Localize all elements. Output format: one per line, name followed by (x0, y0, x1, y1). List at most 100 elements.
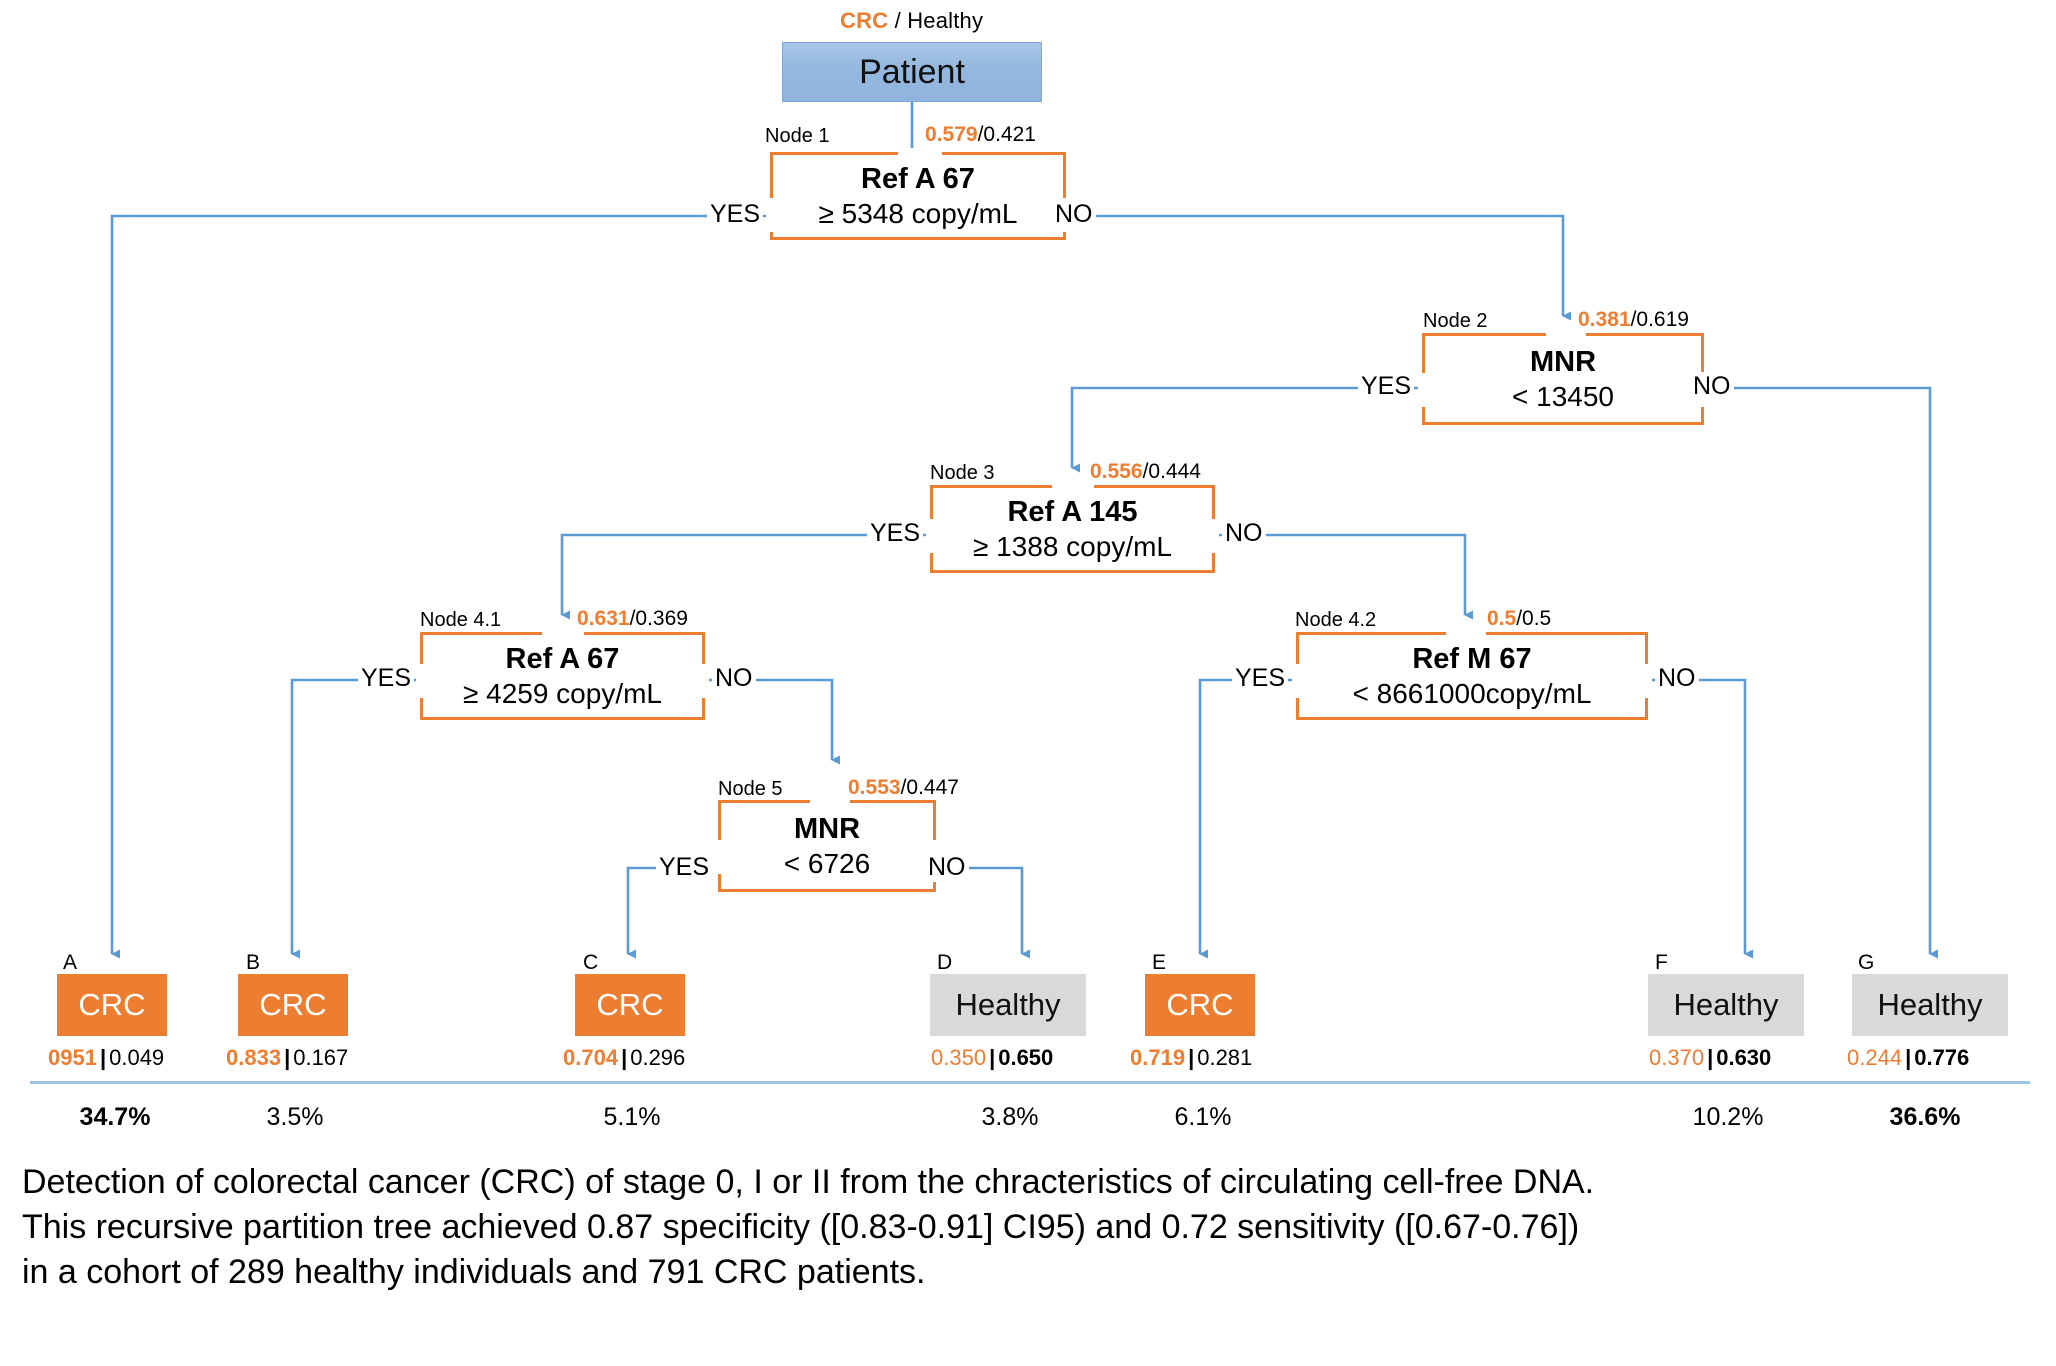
leaf-C-box[interactable]: CRC (575, 974, 685, 1036)
root-node-patient[interactable]: Patient (782, 42, 1042, 102)
caption-line-3: in a cohort of 289 healthy individuals a… (22, 1252, 926, 1291)
node41-condition: ≥ 4259 copy/mL (462, 677, 663, 709)
node3-title: Ref A 145 (1007, 496, 1138, 529)
leaf-C-p-crc: 0.704 (563, 1045, 619, 1070)
node42-ratio-sep: / (1516, 607, 1523, 630)
node41-p-healthy: 0.369 (635, 607, 688, 630)
node2-left-notch (1418, 373, 1425, 407)
decision-node-node2[interactable]: MNR < 13450 (1418, 329, 1708, 425)
node42-top-notch (1446, 628, 1486, 635)
node5-no-label: NO (925, 853, 969, 882)
leaf-C-p-healthy: 0.296 (630, 1045, 686, 1070)
node3-ratio-sep: / (1142, 460, 1149, 483)
node42-p-healthy: 0.5 (1522, 607, 1552, 630)
root-node-label: Patient (859, 52, 965, 91)
node2-top-notch (1546, 329, 1586, 336)
leaf-D-box[interactable]: Healthy (930, 974, 1086, 1036)
leaf-A-letter: A (63, 951, 78, 974)
decision-node-node42[interactable]: Ref M 67 < 8661000copy/mL (1292, 628, 1652, 720)
node41-no-label: NO (712, 664, 756, 693)
node1-p-healthy: 0.421 (983, 123, 1036, 146)
leaf-G-percent: 36.6% (1889, 1103, 1961, 1131)
node41-left-notch (416, 664, 423, 698)
node1-content: Ref A 67 ≥ 5348 copy/mL (770, 152, 1066, 240)
node3-no-label: NO (1222, 519, 1266, 548)
leaf-D-probabilities: 0.350|0.650 (931, 1045, 1053, 1071)
leaf-A-p-crc: 0951 (48, 1045, 97, 1070)
decision-node-node1[interactable]: Ref A 67 ≥ 5348 copy/mL (766, 148, 1070, 240)
leaf-F-percent: 10.2% (1692, 1103, 1764, 1131)
leaf-E-p-crc: 0.719 (1130, 1045, 1186, 1070)
wire-node42-no-to-leafF (1648, 678, 1753, 959)
leaf-G-box[interactable]: Healthy (1852, 974, 2008, 1036)
node42-p-crc: 0.5 (1487, 607, 1517, 630)
node5-top-notch (810, 796, 850, 803)
node1-p-crc: 0.579 (925, 123, 978, 146)
leaf-C-separator: | (621, 1045, 628, 1070)
node41-label: Node 4.1 (420, 609, 502, 631)
decision-node-node5[interactable]: MNR < 6726 (714, 796, 940, 892)
node2-condition: < 13450 (1512, 380, 1614, 412)
leaf-C-class: CRC (596, 987, 664, 1022)
leaf-A-percent: 34.7% (79, 1103, 151, 1131)
node3-p-crc: 0.556 (1090, 460, 1143, 483)
node3-ratio: 0.556/0.444 (1090, 460, 1201, 484)
wire-node2-no-to-leafG (1703, 386, 1938, 959)
node41-p-crc: 0.631 (577, 607, 630, 630)
leaf-B-class: CRC (259, 987, 327, 1022)
node3-condition: ≥ 1388 copy/mL (972, 530, 1173, 562)
node5-condition: < 6726 (783, 847, 871, 879)
leaf-G-p-healthy: 0.776 (1914, 1045, 1970, 1070)
caption-line-2: This recursive partition tree achieved 0… (22, 1207, 1580, 1246)
node42-content: Ref M 67 < 8661000copy/mL (1296, 632, 1648, 720)
node42-condition: < 8661000copy/mL (1352, 677, 1592, 709)
wire-node1-no-to-node2 (1066, 214, 1571, 321)
leaf-F-class: Healthy (1673, 987, 1779, 1022)
leaf-A-class: CRC (78, 987, 146, 1022)
leaf-A-p-healthy: 0.049 (109, 1045, 165, 1070)
leaf-E-probabilities: 0.719|0.281 (1130, 1045, 1252, 1071)
root-legend-healthy: Healthy (907, 8, 984, 33)
node5-label: Node 5 (718, 778, 783, 800)
leaf-B-p-crc: 0.833 (226, 1045, 282, 1070)
node5-title: MNR (793, 813, 861, 846)
node1-title: Ref A 67 (861, 163, 975, 196)
leaf-A-probabilities: 0951|0.049 (48, 1045, 164, 1071)
leaf-E-separator: | (1188, 1045, 1195, 1070)
node42-left-notch (1292, 664, 1299, 698)
leaf-D-p-crc: 0.350 (931, 1045, 987, 1070)
leaf-E-box[interactable]: CRC (1145, 974, 1255, 1036)
leaf-F-probabilities: 0.370|0.630 (1649, 1045, 1771, 1071)
leaf-G-probabilities: 0.244|0.776 (1847, 1045, 1969, 1071)
node1-label: Node 1 (765, 125, 830, 147)
node42-no-label: NO (1655, 664, 1699, 693)
node3-left-notch (926, 519, 933, 553)
root-legend: CRC / Healthy (840, 8, 983, 34)
root-legend-separator: / (888, 8, 908, 33)
node3-top-notch (1052, 481, 1094, 488)
leaf-G-class: Healthy (1877, 987, 1983, 1022)
node1-left-notch (766, 198, 773, 232)
node3-content: Ref A 145 ≥ 1388 copy/mL (930, 485, 1215, 573)
decision-node-node3[interactable]: Ref A 145 ≥ 1388 copy/mL (926, 481, 1219, 573)
leaf-F-box[interactable]: Healthy (1648, 974, 1804, 1036)
node1-no-label: NO (1052, 200, 1096, 229)
figure-caption: Detection of colorectal cancer (CRC) of … (22, 1160, 2042, 1295)
caption-line-1: Detection of colorectal cancer (CRC) of … (22, 1163, 1595, 1201)
node5-p-healthy: 0.447 (906, 776, 959, 799)
leaf-F-p-crc: 0.370 (1649, 1045, 1705, 1070)
node1-yes-label: YES (707, 200, 764, 229)
leaf-row-divider (30, 1081, 2030, 1084)
wire-node41-yes-to-leafB (290, 678, 420, 959)
node1-ratio: 0.579/0.421 (925, 123, 1036, 147)
leaf-A-box[interactable]: CRC (57, 974, 167, 1036)
leaf-E-class: CRC (1166, 987, 1234, 1022)
node3-right-notch (1212, 519, 1219, 553)
wire-node1-yes-to-leafA (110, 214, 770, 959)
node42-ratio: 0.5/0.5 (1487, 607, 1551, 631)
leaf-B-box[interactable]: CRC (238, 974, 348, 1036)
node5-yes-label: YES (656, 853, 713, 882)
node42-right-notch (1645, 664, 1652, 698)
decision-node-node41[interactable]: Ref A 67 ≥ 4259 copy/mL (416, 628, 709, 720)
